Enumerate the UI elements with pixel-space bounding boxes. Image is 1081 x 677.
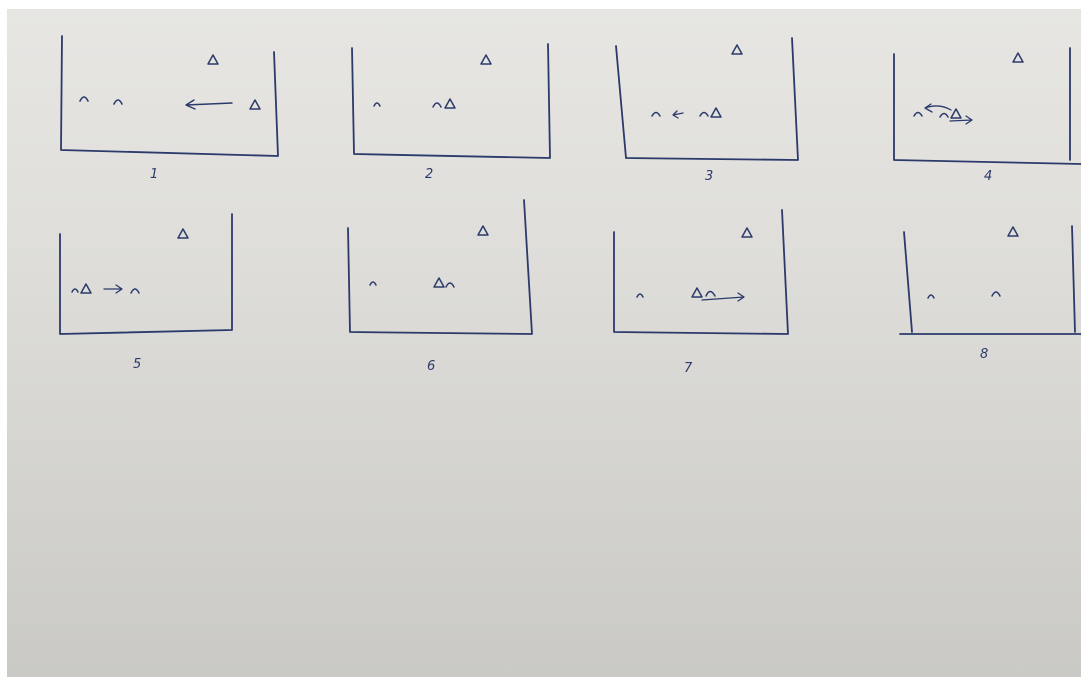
panel-3-arch-a (652, 113, 660, 117)
panel-3: 3 (616, 38, 798, 184)
panel-6-triangle-moving (434, 278, 444, 287)
panel-7-triangle-top (742, 228, 752, 237)
panel-4-label: 4 (984, 169, 992, 184)
panel-1-arrow-left (186, 100, 232, 109)
panel-5: 5 (60, 214, 232, 372)
panel-3-triangle-moving (711, 108, 721, 117)
panel-3-label: 3 (705, 169, 713, 184)
panel-5-label: 5 (133, 357, 141, 372)
panel-6-container (348, 200, 532, 334)
panel-4-triangle-moving (951, 109, 961, 118)
panel-3-arrow-left (673, 111, 683, 118)
panel-5-arch-b (131, 289, 139, 293)
panel-7-label: 7 (684, 361, 693, 376)
panel-6: 6 (348, 200, 532, 374)
panel-8-container (900, 226, 1081, 334)
panel-3-container (616, 38, 798, 160)
panel-1-arch-a (80, 97, 88, 101)
panel-6-label: 6 (427, 359, 435, 374)
panel-5-container (60, 214, 232, 334)
panel-2-label: 2 (425, 167, 433, 182)
panel-2-arch-b (433, 103, 441, 107)
panel-6-arch-a (370, 282, 376, 285)
panel-6-triangle-top (478, 226, 488, 235)
panel-1-triangle-moving (250, 100, 260, 109)
panel-4-arch-a (914, 113, 922, 117)
panel-8-arch-b (992, 292, 1000, 296)
panel-8: 8 (900, 226, 1081, 362)
panel-7-container (614, 210, 788, 334)
panel-8-triangle-top (1008, 227, 1018, 236)
panel-1-label: 1 (150, 167, 158, 182)
panel-4-triangle-top (1013, 53, 1023, 62)
panel-4-container (894, 48, 1081, 164)
panel-7-arch-b (706, 292, 715, 297)
panel-7-arch-a (637, 294, 643, 297)
panel-5-arrow-right (104, 285, 122, 293)
panel-5-triangle-top (178, 229, 188, 238)
panel-3-triangle-top (732, 45, 742, 54)
panel-3-arch-b (700, 113, 708, 117)
panel-2-arch-a (374, 103, 380, 106)
panel-2: 2 (352, 44, 550, 182)
panel-1-triangle-top (208, 55, 218, 64)
panel-5-triangle-moving (81, 284, 91, 293)
panel-8-label: 8 (980, 347, 988, 362)
panel-1-arch-b (114, 100, 122, 104)
panel-1: 1 (61, 36, 278, 182)
panel-6-arch-b (446, 283, 454, 287)
panel-7: 7 (614, 210, 788, 376)
panel-8-arch-a (928, 295, 934, 298)
panel-1-container (61, 36, 278, 156)
panel-7-arrow-right (702, 293, 744, 301)
panel-2-triangle-top (481, 55, 491, 64)
panel-4: 4 (894, 48, 1081, 184)
panel-4-arrow-left (925, 104, 951, 112)
panel-7-triangle-moving (692, 288, 702, 297)
panel-5-arch-a (72, 289, 78, 292)
panel-2-triangle-moving (445, 99, 455, 108)
panel-4-arch-b (940, 114, 948, 118)
